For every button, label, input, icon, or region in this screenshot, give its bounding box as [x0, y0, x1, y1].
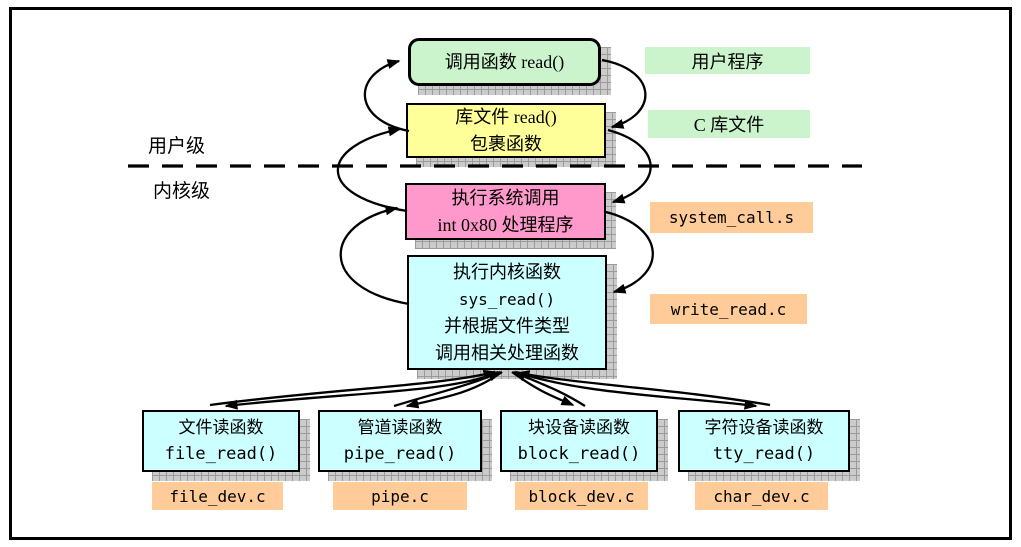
- library-read-wrapper-box: 库文件 read() 包裹函数: [406, 103, 616, 167]
- box-line: 调用函数 read(): [444, 51, 565, 72]
- box-line: tty_read(): [712, 444, 816, 464]
- box-line: int 0x80 处理程序: [437, 214, 574, 235]
- box-line: file_read(): [164, 444, 278, 464]
- char-dev-c-file-label: char_dev.c: [695, 482, 828, 510]
- box-line: 文件读函数: [178, 418, 264, 437]
- user-program-label: 用户程序: [645, 47, 810, 74]
- kernel-level-label: 内核级: [153, 181, 211, 202]
- user-level-label: 用户级: [148, 136, 206, 157]
- box-line: 管道读函数: [357, 418, 443, 437]
- system-call-int0x80-box: 执行系统调用 int 0x80 处理程序: [405, 183, 616, 249]
- block-dev-c-file-label: block_dev.c: [515, 482, 648, 510]
- box-line: pipe_read(): [343, 444, 457, 464]
- box-line: 字符设备读函数: [704, 418, 824, 437]
- block-read-box: 块设备读函数 block_read(): [500, 410, 668, 481]
- box-line: 库文件 read(): [455, 106, 557, 127]
- box-line: block_read(): [517, 444, 641, 464]
- box-line: 并根据文件类型: [444, 315, 570, 336]
- file-read-box: 文件读函数 file_read(): [142, 410, 310, 481]
- box-line: 执行内核函数: [453, 261, 561, 282]
- tty-read-box: 字符设备读函数 tty_read(): [678, 410, 860, 481]
- system-call-s-file-label: system_call.s: [650, 202, 813, 233]
- box-line: 包裹函数: [470, 133, 542, 154]
- user-call-read-box: 调用函数 read(): [408, 38, 611, 95]
- file-dev-c-file-label: file_dev.c: [152, 482, 283, 510]
- box-line: sys_read(): [458, 289, 556, 309]
- kernel-sys-read-dispatch-box: 执行内核函数 sys_read() 并根据文件类型 调用相关处理函数: [407, 255, 617, 379]
- pipe-c-file-label: pipe.c: [333, 482, 467, 510]
- outer-frame: [9, 7, 1012, 540]
- pipe-read-box: 管道读函数 pipe_read(): [318, 410, 492, 481]
- box-line: 执行系统调用: [451, 187, 560, 208]
- box-line: 调用相关处理函数: [435, 342, 579, 363]
- box-line: 块设备读函数: [528, 418, 630, 437]
- write-read-c-file-label: write_read.c: [650, 294, 807, 324]
- c-library-label: C 库文件: [648, 110, 810, 138]
